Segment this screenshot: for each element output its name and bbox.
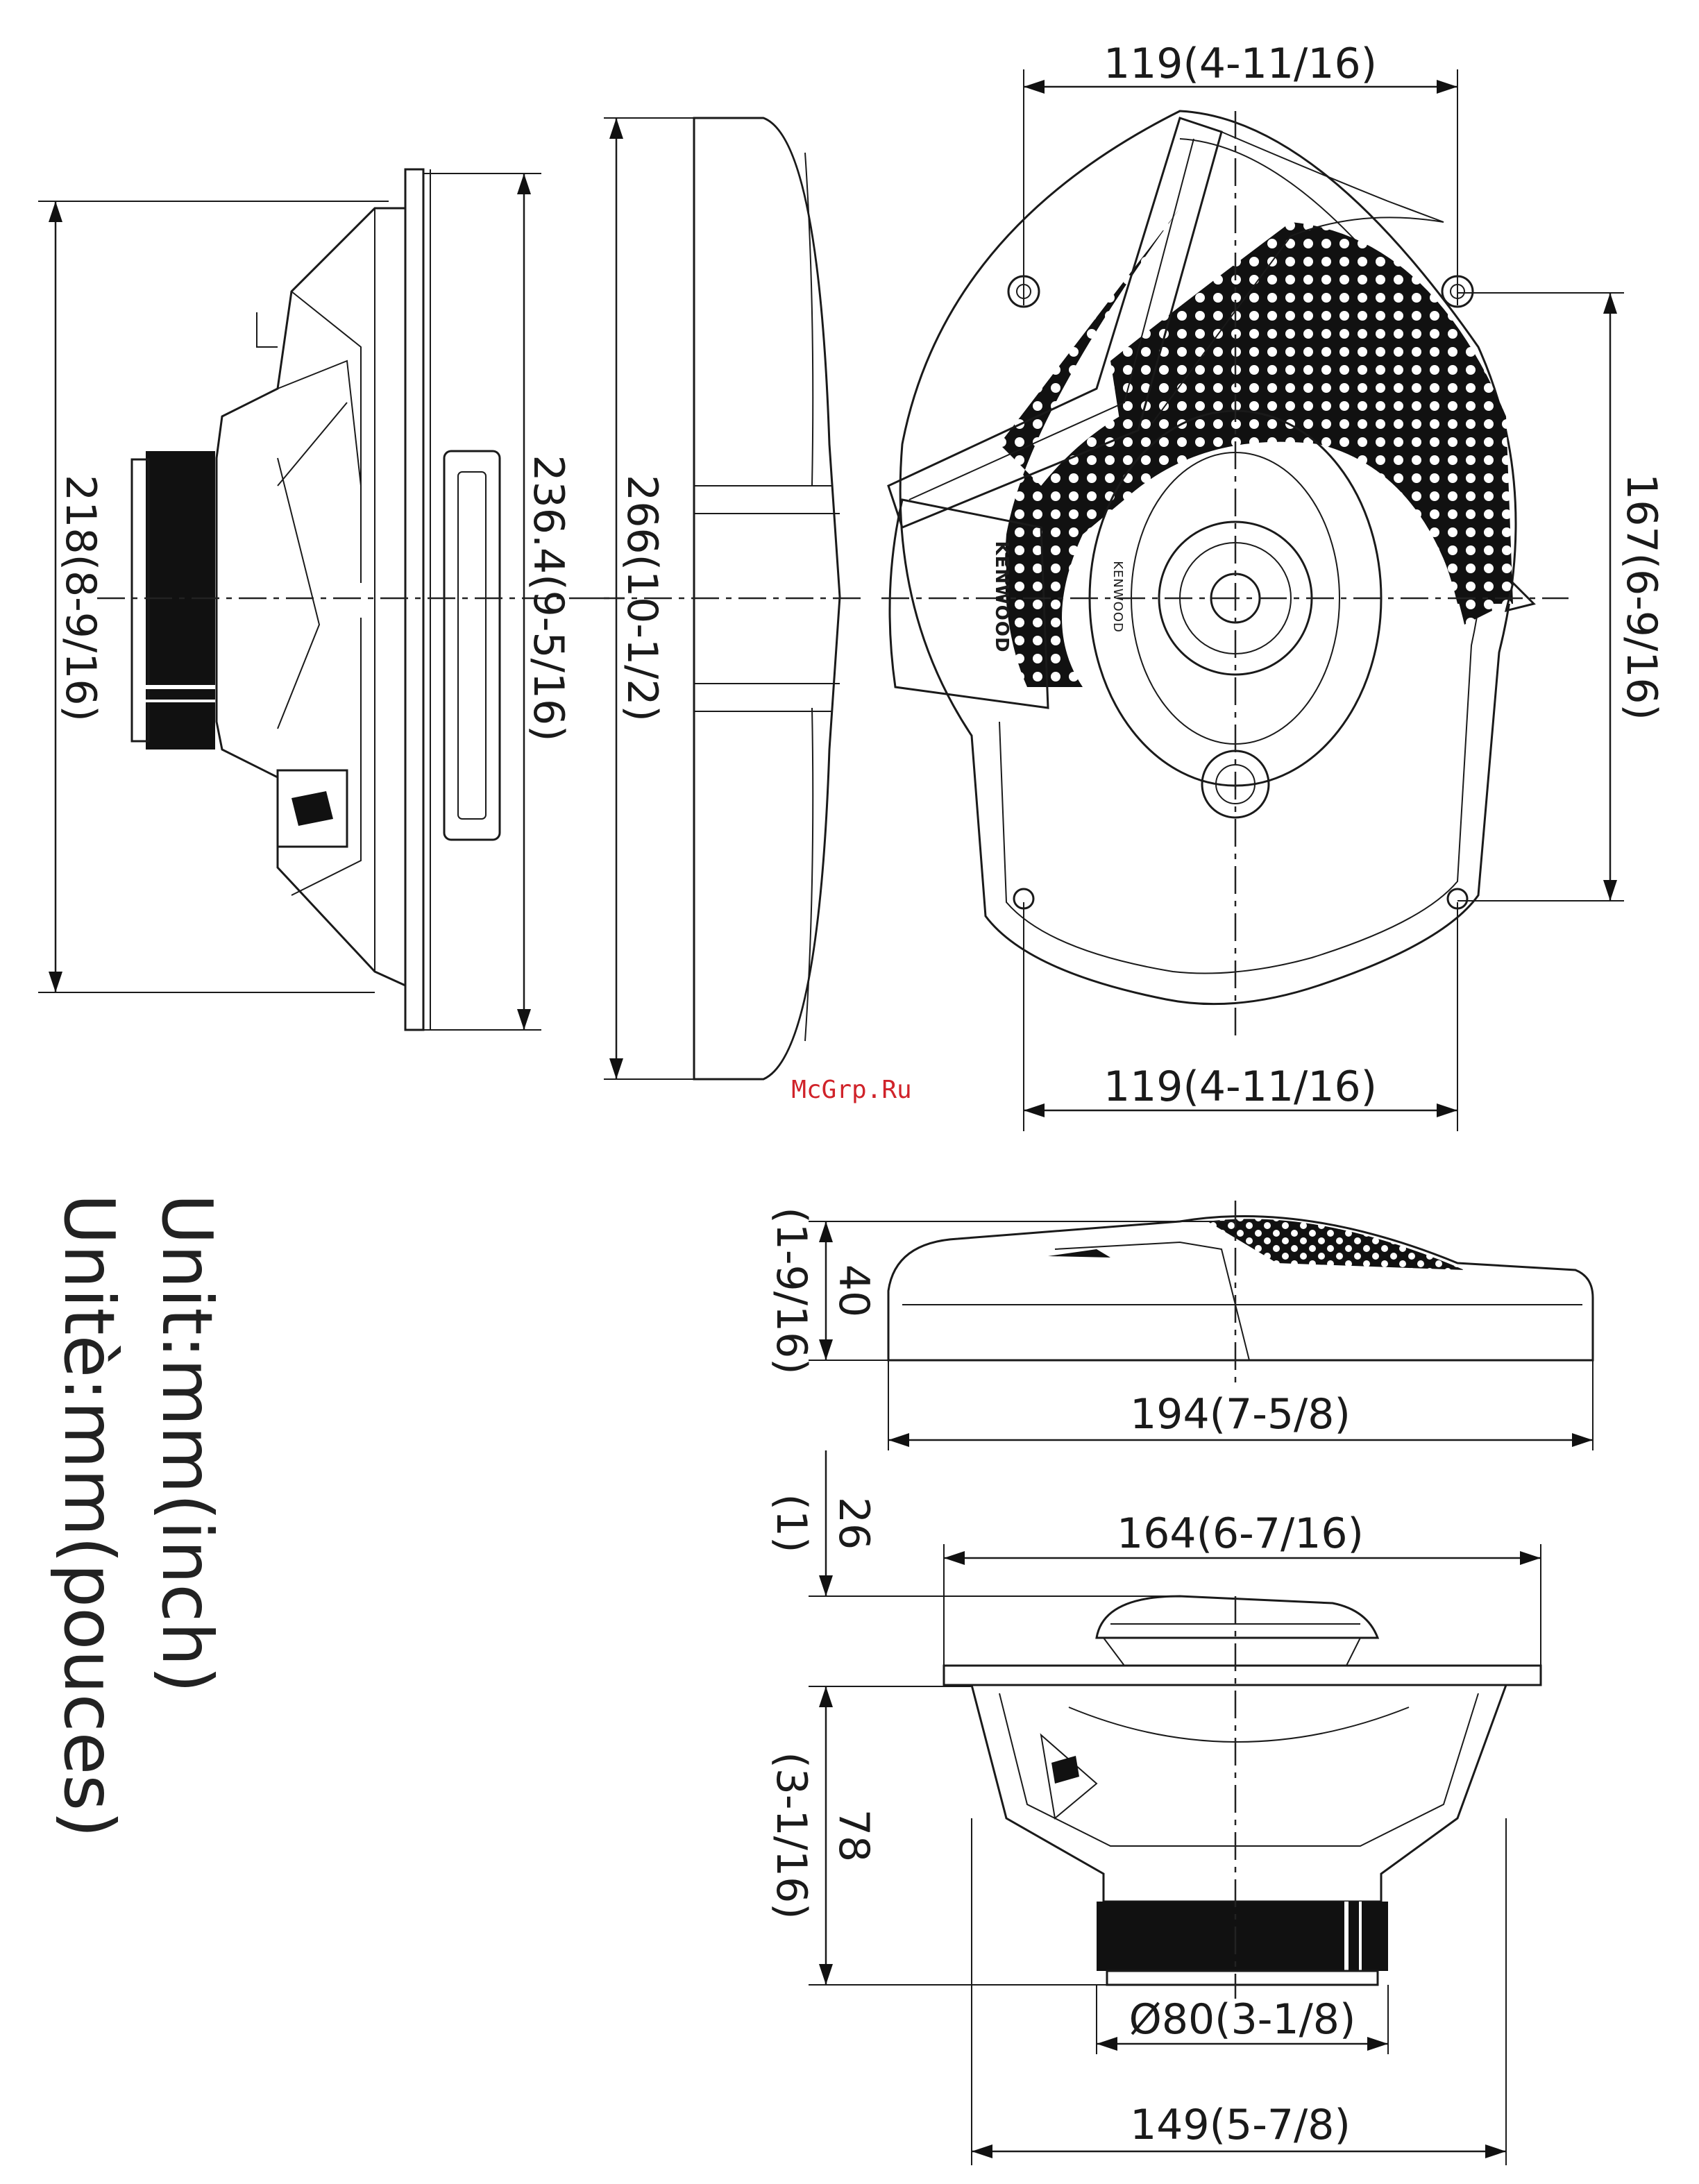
side-overall-height-label: 218(8-9/16) (56, 475, 105, 722)
side-frame-height-label: 236.4(9-5/16) (524, 455, 573, 741)
grille-height-label: 266(10-1/2) (618, 475, 666, 722)
bottom-frame-width-label: 164(6-7/16) (1117, 1509, 1364, 1558)
mounting-hole-span-label: 167(6-9/16) (1617, 473, 1666, 720)
brand-logo-plate: KENWOOD (991, 541, 1012, 652)
front-top-width-label: 119(4-11/16) (1104, 40, 1377, 88)
tweeter-protrusion-mm-label: 26 (829, 1497, 878, 1550)
mounting-depth-mm-label: 78 (829, 1809, 878, 1862)
magnet-diameter-label: Ø80(3-1/8) (1129, 1995, 1356, 2044)
units-english: Unit:mm(inch) (146, 1194, 228, 1693)
units-french: Unitè:mm(pouces) (49, 1194, 130, 1838)
watermark: McGrp.Ru (791, 1076, 911, 1104)
basket-width-label: 149(5-7/8) (1130, 2101, 1351, 2149)
top-height-in-label: (1-9/16) (767, 1207, 815, 1374)
top-overall-width-label: 194(7-5/8) (1130, 1390, 1351, 1439)
top-height-mm-label: 40 (829, 1264, 878, 1317)
mounting-depth-in-label: (3-1/16) (767, 1752, 815, 1919)
brand-logo-woofer: KENWOOD (1110, 561, 1125, 633)
tweeter-protrusion-in-label: (1) (767, 1494, 815, 1553)
front-bottom-width-label: 119(4-11/16) (1104, 1063, 1377, 1111)
